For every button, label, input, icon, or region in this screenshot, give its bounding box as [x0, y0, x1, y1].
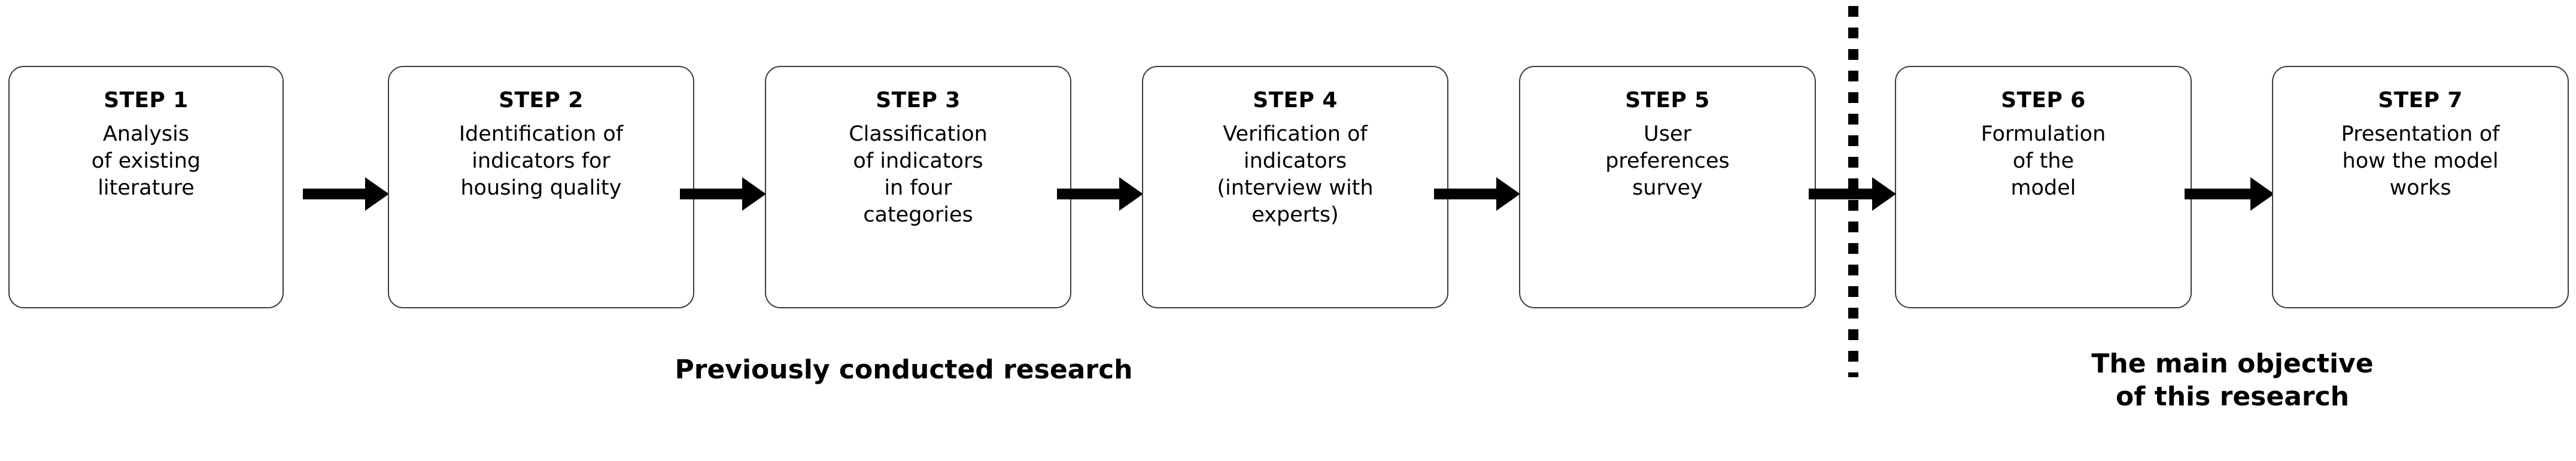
arrow-step-1-to-step-2 — [303, 177, 389, 211]
process-flow-row: STEP 1 Analysis of existing literature S… — [0, 66, 2576, 308]
step-box-1[interactable]: STEP 1 Analysis of existing literature — [8, 66, 284, 308]
step-1-body: Analysis of existing literature — [91, 122, 201, 200]
step-7-title: STEP 7 — [2378, 88, 2463, 113]
step-6-body: Formulation of the model — [1980, 122, 2106, 200]
step-3-title: STEP 3 — [876, 88, 961, 113]
arrow-step-6-to-step-7 — [2185, 177, 2274, 211]
step-4-body: Verification of indicators (interview wi… — [1217, 122, 1374, 227]
step-box-6[interactable]: STEP 6 Formulation of the model — [1895, 66, 2192, 308]
step-box-7[interactable]: STEP 7 Presentation of how the model wor… — [2272, 66, 2569, 308]
step-2-title: STEP 2 — [499, 88, 584, 113]
step-box-3[interactable]: STEP 3 Classification of indicators in f… — [765, 66, 1071, 308]
caption-previously-conducted-research: Previously conducted research — [675, 354, 1133, 385]
step-box-5[interactable]: STEP 5 User preferences survey — [1519, 66, 1816, 308]
step-4-title: STEP 4 — [1253, 88, 1338, 113]
step-1-title: STEP 1 — [104, 88, 189, 113]
step-3-body: Classification of indicators in four cat… — [849, 122, 988, 227]
arrow-step-3-to-step-4 — [1057, 177, 1143, 211]
step-6-title: STEP 6 — [2001, 88, 2086, 113]
arrow-step-4-to-step-5 — [1434, 177, 1520, 211]
step-7-body: Presentation of how the model works — [2341, 122, 2500, 200]
step-5-body: User preferences survey — [1605, 122, 1730, 200]
caption-main-objective-of-this-research: The main objective of this research — [2091, 348, 2374, 412]
step-box-2[interactable]: STEP 2 Identification of indicators for … — [388, 66, 694, 308]
phase-divider-dashed-line — [1848, 6, 1858, 377]
arrow-step-5-to-step-6 — [1809, 177, 1896, 211]
arrow-step-2-to-step-3 — [680, 177, 766, 211]
step-box-4[interactable]: STEP 4 Verification of indicators (inter… — [1142, 66, 1448, 308]
step-5-title: STEP 5 — [1625, 88, 1710, 113]
step-2-body: Identification of indicators for housing… — [458, 122, 624, 200]
